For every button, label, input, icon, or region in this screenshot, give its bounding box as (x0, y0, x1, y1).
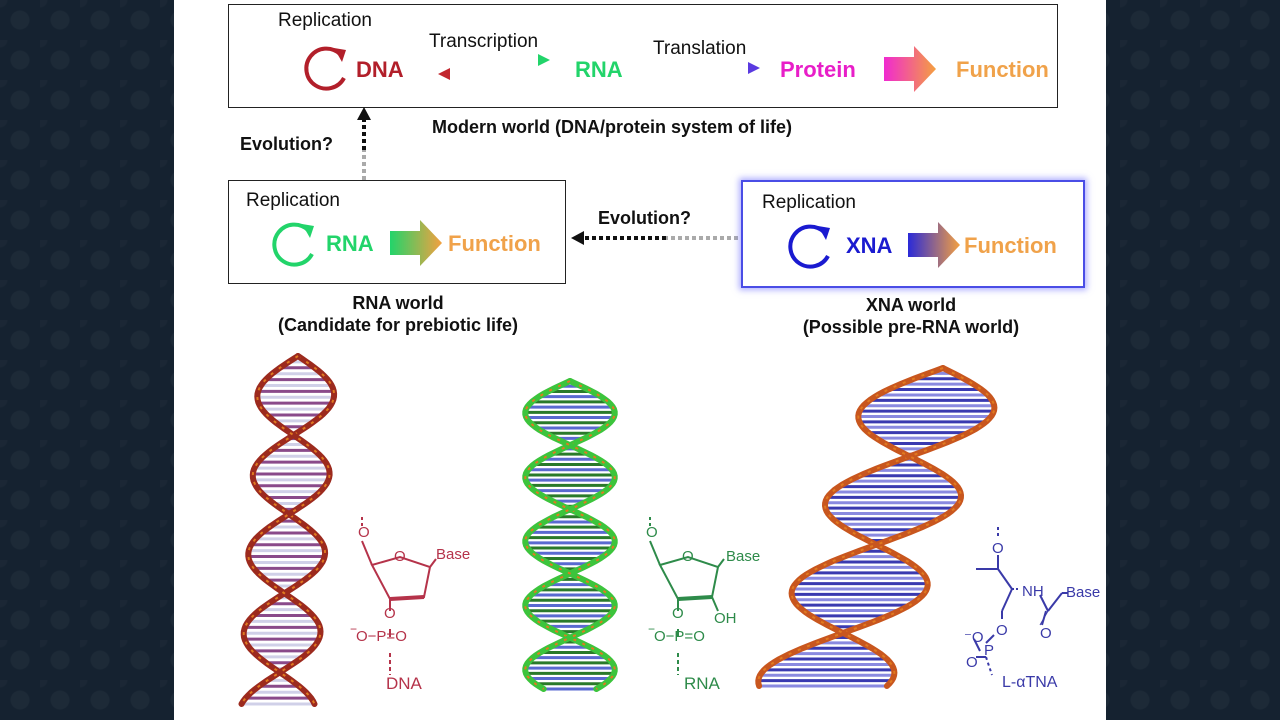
evolution-vertical-arrow-icon (357, 107, 371, 180)
tna-chemical-structure (973, 527, 1068, 676)
transcription-label: Transcription (429, 31, 539, 52)
tna-structure-label: L-αTNA (1002, 674, 1058, 691)
xna-world-function-label: Function (964, 233, 1057, 258)
tna-helix-model (755, 365, 998, 689)
rna-replication-cycle-icon (272, 222, 314, 267)
modern-dna-label: DNA (356, 57, 404, 82)
evolution-horizontal-arrow-icon (571, 231, 738, 245)
rna-chemical-structure (649, 517, 725, 675)
xna-world-caption-line2: (Possible pre-RNA world) (802, 317, 1020, 337)
tna-o-top: O (992, 540, 1004, 557)
rna-world-caption: RNA world (Candidate for prebiotic life) (250, 292, 546, 336)
rna-world-rna-label: RNA (326, 231, 374, 256)
xna-function-arrow-icon (908, 222, 960, 268)
tna-nh-label: NH (1022, 583, 1044, 600)
evolution-vertical-label: Evolution? (240, 134, 333, 154)
tna-base-label: Base (1066, 584, 1101, 601)
rna-o-minus: − (648, 622, 656, 636)
rna-world-function-label: Function (448, 231, 541, 256)
rna-ring-o: O (682, 548, 694, 565)
modern-rna-label: RNA (575, 57, 623, 82)
xna-world-caption: XNA world (Possible pre-RNA world) (766, 294, 1056, 338)
translation-arrow-icon (658, 62, 760, 74)
rna-phosphate-label: O−P=O (654, 628, 705, 645)
helix-phosphate (757, 367, 996, 687)
helix-phosphate (240, 355, 331, 705)
dna-o-minus: − (350, 622, 358, 636)
modern-replication-cycle-icon (304, 46, 346, 91)
rna-world-caption-line2: (Candidate for prebiotic life) (277, 315, 518, 335)
tna-p-label: P (984, 642, 995, 659)
dna-helix-model (238, 353, 338, 707)
rna-oh-label: OH (714, 610, 737, 627)
dna-o-top: O (358, 524, 370, 541)
xna-world-xna-label: XNA (846, 233, 893, 258)
dna-o-bridge: O (384, 605, 396, 622)
tna-o-minus: ⁻O (964, 629, 984, 646)
tna-o-double: O (966, 654, 978, 671)
dna-chemical-structure (361, 517, 437, 675)
protein-function-arrow-icon (884, 46, 936, 92)
helix-backbone (522, 378, 618, 692)
rna-function-arrow-icon (390, 220, 442, 266)
helix-backbone (240, 353, 338, 707)
rna-o-top: O (646, 524, 658, 541)
tna-o-carbonyl: O (1040, 625, 1052, 642)
evolution-horizontal-label: Evolution? (598, 208, 691, 228)
modern-protein-label: Protein (780, 57, 856, 82)
rna-world-caption-line1: RNA world (352, 293, 444, 313)
slide: Replication DNA Transcription RNA Transl… (174, 0, 1106, 720)
rna-world-replication-label: Replication (246, 190, 340, 211)
modern-world-caption: Modern world (DNA/protein system of life… (432, 117, 793, 137)
dna-phosphate-label: O−P=O (356, 628, 407, 645)
transcription-arrows-icon (438, 54, 550, 80)
rna-o-bridge: O (672, 605, 684, 622)
modern-function-label: Function (956, 57, 1049, 82)
rna-structure-label: RNA (684, 674, 720, 693)
dna-base-label: Base (436, 546, 471, 563)
helix-backbone (788, 365, 965, 689)
rna-base-label: Base (726, 548, 761, 565)
tna-o-bridge: O (996, 622, 1008, 639)
xna-replication-cycle-icon (788, 224, 830, 269)
modern-replication-label: Replication (278, 10, 372, 31)
xna-world-caption-line1: XNA world (865, 295, 957, 315)
dna-structure-label: DNA (386, 674, 422, 693)
dna-ring-o: O (394, 548, 406, 565)
translation-label: Translation (653, 38, 747, 59)
rna-helix-model (522, 378, 618, 692)
xna-world-replication-label: Replication (762, 192, 856, 213)
